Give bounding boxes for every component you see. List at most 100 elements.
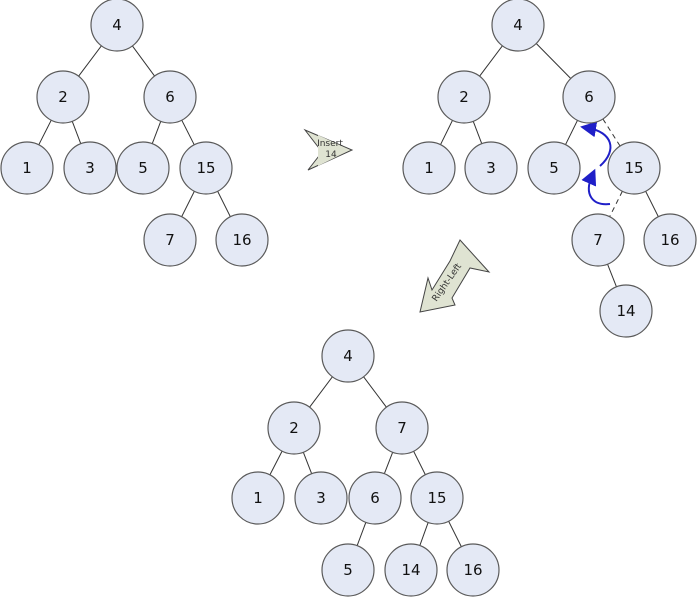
node-label: 1 (424, 159, 434, 177)
node-circle (375, 401, 429, 455)
node-circle (562, 70, 616, 124)
after-insert-tree-node: 6 (562, 70, 616, 124)
node-label: 6 (370, 489, 380, 507)
node-circle (348, 471, 402, 525)
node-label: 7 (593, 231, 603, 249)
node-circle (90, 0, 144, 52)
original-tree-node: 3 (63, 141, 117, 195)
node-circle (321, 329, 375, 383)
original-tree-edge (181, 191, 195, 217)
original-tree-node: 16 (215, 213, 269, 267)
after-insert-tree-node: 2 (437, 70, 491, 124)
node-label: 5 (343, 561, 353, 579)
node-label: 6 (165, 88, 175, 106)
node-circle (179, 141, 233, 195)
node-label: 14 (401, 561, 420, 579)
original-tree-edge (78, 45, 102, 77)
original-tree-node: 6 (143, 70, 197, 124)
node-label: 3 (316, 489, 326, 507)
original-tree-edge (217, 191, 231, 217)
original-tree-node: 4 (90, 0, 144, 52)
after-insert-tree-node: 7 (571, 213, 625, 267)
after-insert-tree-edge (602, 118, 621, 147)
after-insert-tree-edge (479, 45, 503, 77)
after-rotation-tree-node: 16 (446, 543, 500, 597)
after-rotation-tree-edge (309, 376, 333, 408)
after-insert-tree-node: 15 (607, 141, 661, 195)
node-circle (215, 213, 269, 267)
original-tree-node: 15 (179, 141, 233, 195)
node-label: 3 (486, 159, 496, 177)
original-tree-node: 2 (36, 70, 90, 124)
after-rotation-tree-node: 3 (294, 471, 348, 525)
node-circle (571, 213, 625, 267)
node-label: 2 (289, 419, 299, 437)
right-left-arrow: Right-Left (419, 239, 491, 313)
after-rotation-tree-node: 6 (348, 471, 402, 525)
node-circle (437, 70, 491, 124)
node-label: 1 (253, 489, 263, 507)
after-rotation-tree-node: 2 (267, 401, 321, 455)
node-label: 14 (616, 302, 635, 320)
after-insert-tree-edge (607, 264, 617, 287)
original-tree-edge (132, 45, 155, 77)
original-tree-edge (38, 119, 52, 146)
after-rotation-tree-edge (363, 376, 387, 408)
node-circle (0, 141, 54, 195)
after-insert-tree-node: 1 (402, 141, 456, 195)
node-label: 1 (22, 159, 32, 177)
node-label: 15 (427, 489, 446, 507)
node-label: 5 (138, 159, 148, 177)
after-rotation-tree-node: 5 (321, 543, 375, 597)
after-insert-tree-node: 14 (599, 284, 653, 338)
node-circle (63, 141, 117, 195)
node-circle (410, 471, 464, 525)
after-insert-tree-edge (472, 121, 483, 144)
after-insert-tree-edge (440, 120, 453, 145)
after-rotation-tree-node: 1 (231, 471, 285, 525)
node-circle (116, 141, 170, 195)
after-insert-tree-edge (535, 43, 572, 79)
after-rotation-tree-edge (448, 521, 462, 547)
node-label: 16 (660, 231, 679, 249)
node-label: 5 (549, 159, 559, 177)
after-insert-tree-edge (565, 120, 578, 145)
node-label: 4 (513, 16, 523, 34)
original-tree-node: 1 (0, 141, 54, 195)
node-circle (491, 0, 545, 52)
node-circle (384, 543, 438, 597)
node-circle (643, 213, 697, 267)
after-rotation-tree-edge (383, 452, 394, 474)
insert-arrow: Insert 14 (303, 128, 354, 171)
node-circle (607, 141, 661, 195)
after-rotation-tree-node: 7 (375, 401, 429, 455)
after-rotation-tree-node: 15 (410, 471, 464, 525)
node-circle (231, 471, 285, 525)
node-circle (143, 70, 197, 124)
node-label: 2 (459, 88, 469, 106)
node-label: 2 (58, 88, 68, 106)
original-tree-edge (181, 119, 195, 146)
after-insert-tree-edge (609, 191, 623, 217)
node-circle (446, 543, 500, 597)
node-circle (36, 70, 90, 124)
after-rotation-tree-edge (419, 522, 429, 546)
insert-arrow-label: Insert (317, 139, 343, 149)
after-rotation-tree-edge (356, 522, 367, 546)
after-rotation-tree-edge (413, 451, 426, 475)
after-rotation-tree-edge (302, 452, 313, 474)
node-label: 15 (196, 159, 215, 177)
after-rotation-tree-edge (269, 450, 283, 476)
node-circle (527, 141, 581, 195)
node-label: 15 (624, 159, 643, 177)
after-insert-tree-node: 16 (643, 213, 697, 267)
node-label: 6 (584, 88, 594, 106)
insert-arrow-value: 14 (325, 150, 337, 160)
original-tree-edge (71, 121, 82, 144)
node-label: 7 (165, 231, 175, 249)
node-circle (143, 213, 197, 267)
node-circle (402, 141, 456, 195)
after-insert-tree-node: 5 (527, 141, 581, 195)
